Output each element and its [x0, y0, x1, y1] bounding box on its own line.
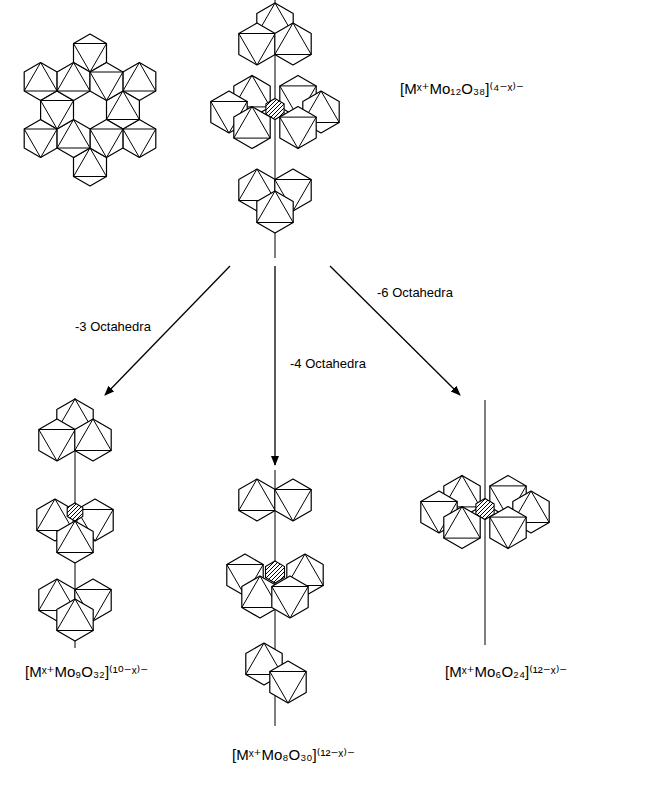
fragment-minus-3: [37, 398, 113, 648]
octahedron-face: [270, 672, 306, 704]
formula-label: [Mˣ⁺Mo₆O₂₄]⁽¹²⁻ˣ⁾⁻: [445, 663, 567, 681]
heteroatom-site: [266, 561, 285, 583]
reaction-arrow: [330, 266, 460, 395]
octahedron: [239, 23, 275, 65]
octahedron: [272, 576, 308, 618]
octahedron-face: [90, 72, 123, 101]
octahedron: [275, 23, 311, 65]
octahedron-outline: [90, 63, 123, 101]
octahedron: [57, 63, 90, 101]
parent-cluster: [211, 0, 339, 258]
octahedron: [275, 479, 311, 521]
octahedron: [39, 419, 75, 461]
octahedron-face: [257, 191, 293, 223]
octahedron-face: [75, 419, 111, 451]
octahedron-outline: [275, 479, 311, 521]
octahedron: [490, 507, 526, 549]
octahedron: [444, 507, 480, 549]
octahedron-face: [280, 117, 316, 149]
symmetry-axis: [485, 400, 486, 645]
octahedron-face: [275, 490, 311, 522]
octahedron-outline: [272, 576, 308, 618]
octahedron: [57, 599, 93, 641]
octahedron-outline: [275, 23, 311, 65]
fragment-minus-6: [421, 400, 549, 645]
octahedron: [75, 419, 111, 461]
octahedron-face: [24, 129, 57, 158]
octahedron-outline: [57, 521, 93, 563]
octahedron-outline: [39, 419, 75, 461]
formula-label: [Mˣ⁺Mo₉O₃₂]⁽¹⁰⁻ˣ⁾⁻: [25, 663, 148, 681]
arrow-label: -6 Octahedra: [374, 284, 456, 302]
reaction-arrow: [274, 266, 275, 465]
octahedron-face: [24, 63, 57, 92]
octahedron-outline: [490, 507, 526, 549]
octahedron-outline: [444, 507, 480, 549]
octahedron-face: [123, 129, 156, 158]
octahedron-face: [41, 101, 74, 130]
octahedron-outline: [57, 599, 93, 641]
octahedron-outline: [75, 419, 111, 461]
formula-label: [Mˣ⁺Mo₈O₃₀]⁽¹²⁻ˣ⁾⁻: [232, 746, 355, 764]
octahedron-face: [39, 430, 75, 462]
octahedron-face: [239, 34, 275, 66]
octahedron-outline: [239, 23, 275, 65]
octahedron-face: [239, 479, 275, 511]
cluster-group: [Mˣ⁺Mo₉O₃₂]⁽¹⁰⁻ˣ⁾⁻: [10, 398, 210, 688]
octahedron: [239, 479, 275, 521]
octahedron-face: [123, 63, 156, 92]
octahedron-face: [90, 129, 123, 158]
octahedron-outline: [270, 661, 306, 703]
octahedron-outline: [239, 479, 275, 521]
octahedron-outline: [90, 120, 123, 158]
arrow-label: -4 Octahedra: [287, 355, 369, 373]
octahedron-outline: [257, 191, 293, 233]
cluster-group: [Mˣ⁺Mo₈O₃₀]⁽¹²⁻ˣ⁾⁻: [215, 468, 405, 784]
octahedron-outline: [57, 63, 90, 101]
octahedron: [257, 191, 293, 233]
octahedron-face: [444, 507, 480, 538]
octahedron: [270, 661, 306, 703]
octahedron: [90, 120, 123, 158]
cluster-group: [Mˣ⁺Mo₁₂O₃₈]⁽⁴⁻ˣ⁾⁻: [10, 0, 610, 262]
octahedron-face: [57, 599, 93, 631]
octahedron-face: [272, 587, 308, 619]
octahedron: [90, 63, 123, 101]
octahedron: [280, 107, 316, 149]
octahedron: [234, 107, 270, 149]
octahedron-face: [57, 63, 90, 92]
octahedron-face: [275, 23, 311, 55]
octahedron-outline: [280, 107, 316, 149]
fragment-minus-4: [227, 470, 323, 726]
arrow-label: -3 Octahedra: [72, 318, 154, 336]
octahedron-face: [57, 521, 93, 553]
top-view-cluster: [24, 34, 156, 186]
octahedron-face: [234, 107, 270, 139]
formula-label: [Mˣ⁺Mo₁₂O₃₈]⁽⁴⁻ˣ⁾⁻: [400, 80, 524, 98]
heteroatom-site: [67, 503, 83, 521]
octahedron-face: [490, 517, 526, 549]
cluster-group: [Mˣ⁺Mo₆O₂₄]⁽¹²⁻ˣ⁾⁻: [415, 398, 640, 688]
octahedron-outline: [234, 107, 270, 149]
octahedron: [57, 521, 93, 563]
